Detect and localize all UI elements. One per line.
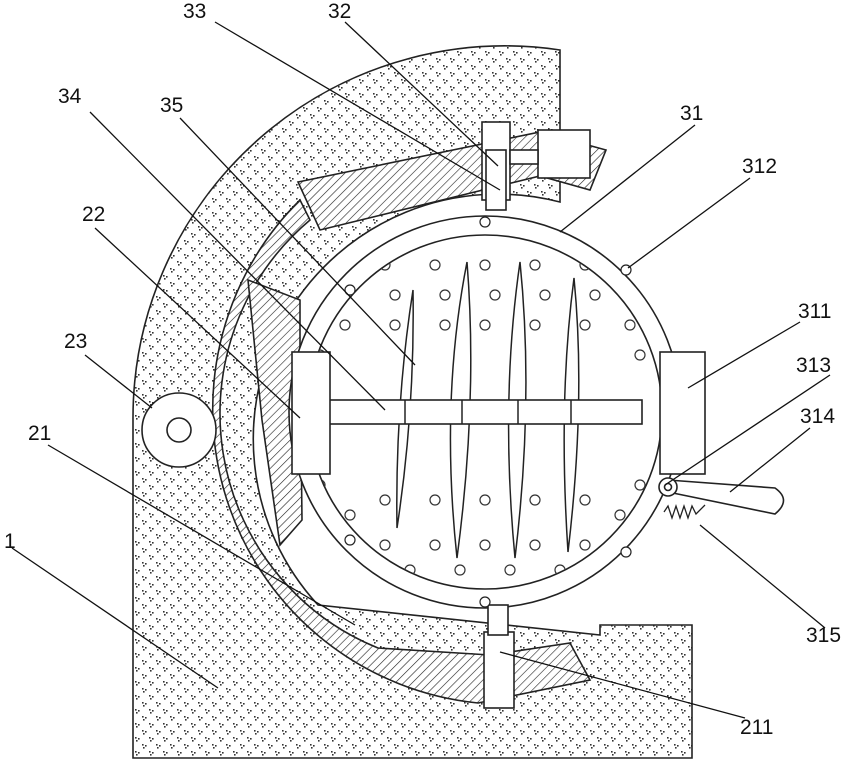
label-23: 23 xyxy=(64,330,87,353)
bottom-pin-block xyxy=(484,632,514,708)
label-21: 21 xyxy=(28,422,51,445)
label-315: 315 xyxy=(806,624,841,647)
label-22: 22 xyxy=(82,203,105,226)
label-312: 312 xyxy=(742,155,777,178)
top-pin-rod xyxy=(486,150,506,210)
left-bearing-block xyxy=(292,352,330,474)
label-313: 313 xyxy=(796,354,831,377)
label-34: 34 xyxy=(58,85,82,108)
screw-shaft xyxy=(320,400,642,424)
label-211: 211 xyxy=(740,716,773,739)
bottom-pin-rod xyxy=(488,605,508,635)
right-bearing-block xyxy=(660,352,705,474)
label-314: 314 xyxy=(800,405,835,428)
label-32: 32 xyxy=(328,0,351,23)
top-actuator-box xyxy=(538,130,590,178)
label-35: 35 xyxy=(160,94,183,117)
label-33: 33 xyxy=(183,0,206,23)
pulley-hub xyxy=(167,418,191,442)
label-311: 311 xyxy=(798,300,831,323)
top-actuator-rod xyxy=(510,150,538,164)
label-1: 1 xyxy=(4,530,16,553)
label-31: 31 xyxy=(680,102,703,125)
return-spring xyxy=(664,505,705,518)
